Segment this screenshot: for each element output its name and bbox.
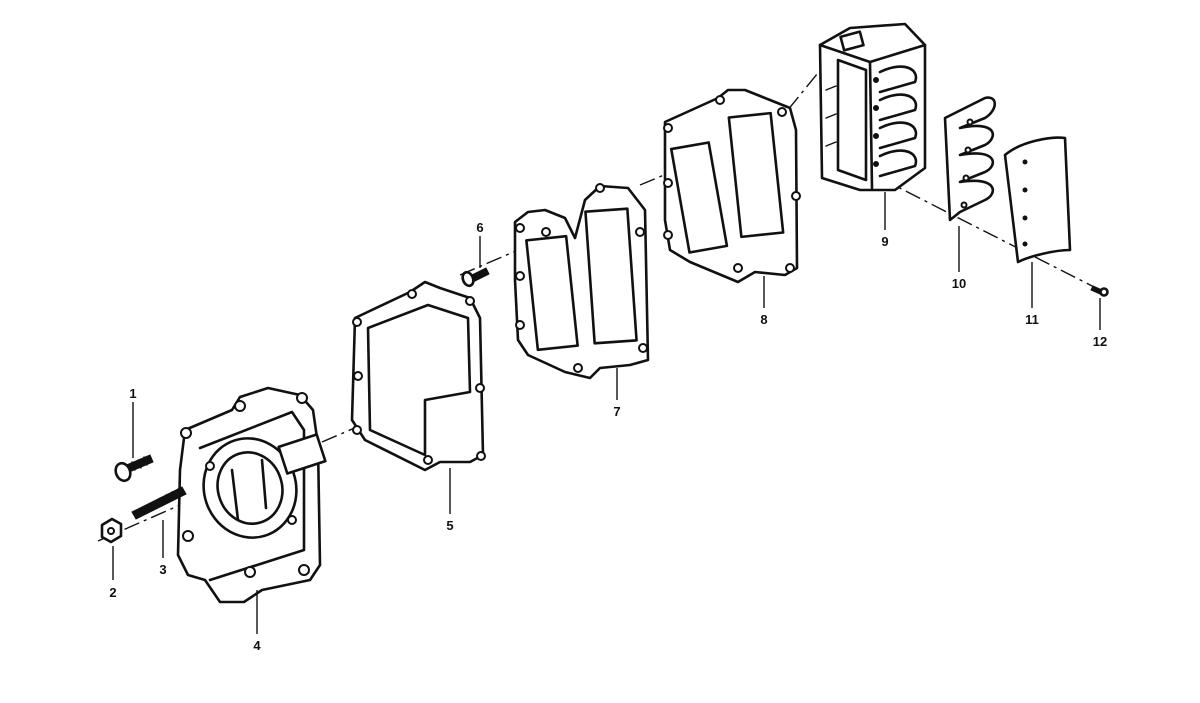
callout-3: 3 [159, 562, 166, 577]
part-12-screw [1090, 285, 1109, 297]
part-10-reed-petals [943, 96, 997, 222]
part-9-reed-cage [818, 22, 927, 192]
callout-12: 12 [1093, 334, 1107, 349]
part-6-screw [461, 267, 490, 288]
callout-labels: 1 2 3 4 5 6 7 8 9 10 11 12 [109, 220, 1107, 653]
callout-9: 9 [881, 234, 888, 249]
leader-lines [112, 192, 1101, 634]
part-7-reed-plate [513, 183, 650, 380]
callout-2: 2 [109, 585, 116, 600]
callout-11: 11 [1025, 312, 1039, 327]
callout-7: 7 [613, 404, 620, 419]
part-4-adapter-housing [176, 386, 327, 604]
part-5-gasket [350, 280, 486, 472]
part-8-gasket [663, 88, 801, 284]
part-3-stud [131, 486, 187, 520]
callout-1: 1 [129, 386, 136, 401]
callout-10: 10 [952, 276, 966, 291]
callout-8: 8 [760, 312, 767, 327]
part-11-reed-stop [1003, 136, 1072, 264]
callout-4: 4 [253, 638, 261, 653]
part-2-nut [100, 517, 123, 544]
callout-6: 6 [476, 220, 483, 235]
callout-5: 5 [446, 518, 453, 533]
part-1-screw [114, 454, 154, 483]
